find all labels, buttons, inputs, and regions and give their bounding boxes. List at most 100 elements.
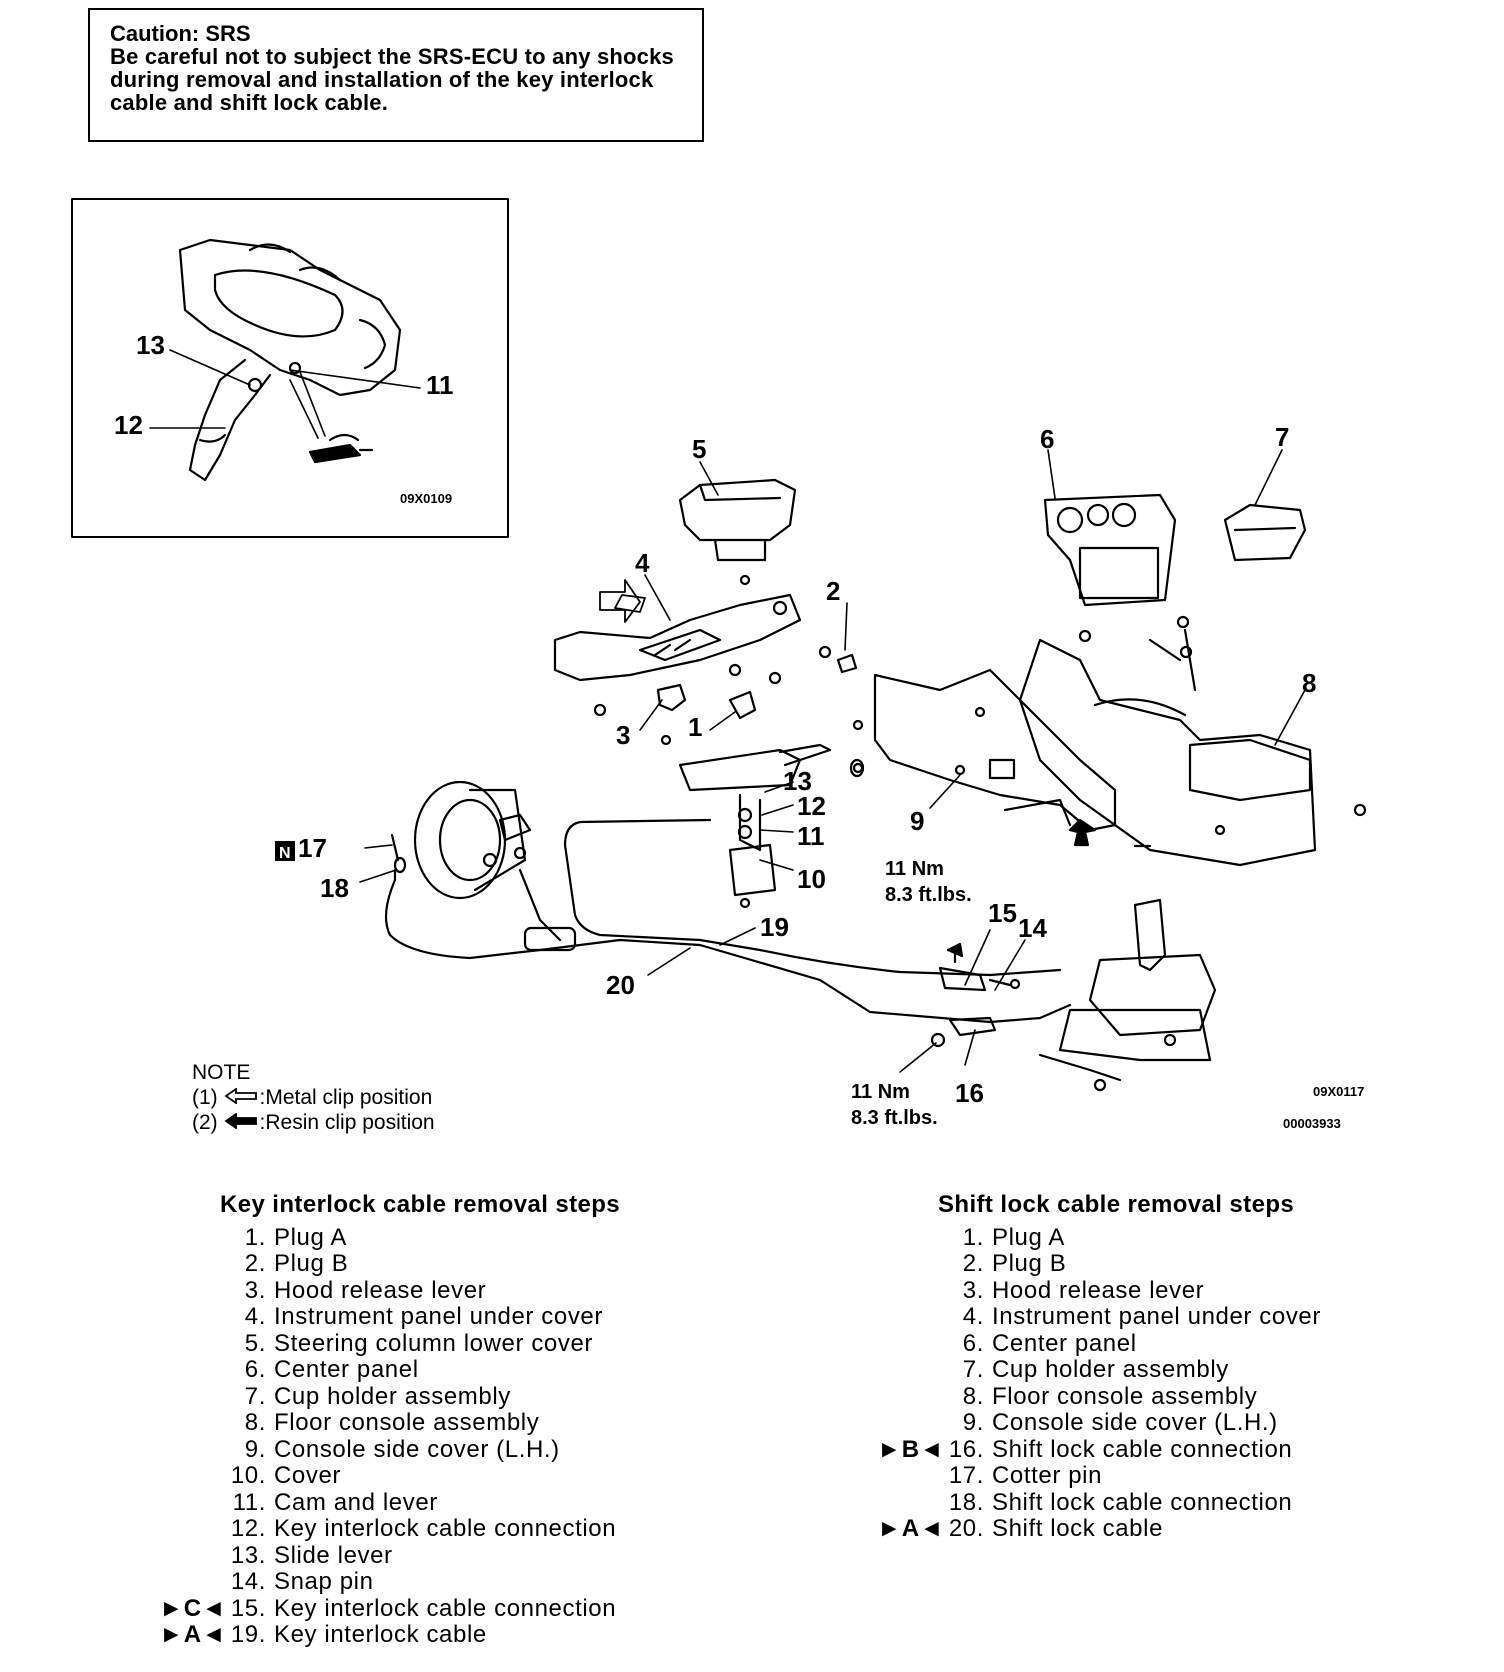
step-item: 9.Console side cover (L.H.) (938, 1409, 1321, 1437)
note-text-resin: :Resin clip position (259, 1111, 435, 1134)
cables (384, 818, 1072, 1024)
caution-body: Be careful not to subject the SRS-ECU to… (110, 44, 674, 115)
part-8-floor-console (1018, 615, 1367, 867)
note-item-resin: (2) :Resin clip position (192, 1110, 435, 1135)
step-number: 8. (962, 1382, 984, 1410)
step-item: 12.Key interlock cable connection (220, 1515, 620, 1543)
step-number: 20. (948, 1515, 984, 1542)
part-label-4: 4 (635, 548, 650, 578)
step-item: 10. Cover (220, 1462, 620, 1490)
step-item: 3. Hood release lever (938, 1276, 1321, 1305)
step-item: 1. Plug A (938, 1223, 1321, 1252)
step-item: 11. Cam and lever (220, 1488, 620, 1517)
step-number: 6. (962, 1329, 984, 1357)
step-text: Floor console assembly (274, 1409, 540, 1436)
metal-clip-arrow (599, 579, 641, 623)
step-text: Console side cover (L.H.) (274, 1435, 560, 1463)
part-label-19: 19 (760, 912, 789, 942)
inset-label-13: 13 (136, 330, 165, 360)
step-text: Center panel (992, 1329, 1137, 1357)
step-number: 16. (948, 1435, 984, 1463)
note-block: NOTE (1) :Metal clip position (2) :Resin… (192, 1060, 435, 1135)
step-text: Slide lever (274, 1541, 393, 1569)
step-item: 7.Cup holder assembly (938, 1356, 1321, 1384)
part-label-2: 2 (826, 576, 840, 606)
step-number: 9. (962, 1409, 984, 1436)
step-number: 5. (244, 1329, 266, 1357)
torque-bottom-nm: 11 Nm (851, 1081, 910, 1103)
step-item: 6. Center panel (938, 1329, 1321, 1358)
step-text: Hood release lever (992, 1276, 1205, 1304)
step-number: 1. (244, 1223, 266, 1251)
step-item: 7. Cup holder assembly (220, 1382, 620, 1411)
step-text: Cup holder assembly (274, 1382, 511, 1410)
inset-label-12: 12 (114, 410, 143, 440)
inset-code: 09X0109 (400, 491, 452, 506)
step-item: 2.Plug B (220, 1250, 620, 1278)
step-text: Shift lock cable connection (992, 1488, 1293, 1516)
note-num-1: (1) (192, 1086, 218, 1109)
part-3-hood-release-lever (656, 683, 687, 712)
part-2-plug-b (836, 653, 858, 674)
leader-lines (359, 449, 1306, 1073)
parts-14-15-16 (930, 942, 1021, 1048)
step-number: 7. (962, 1356, 984, 1383)
step-text: Floor console assembly (992, 1382, 1258, 1410)
n-marker: N (279, 845, 291, 862)
brake-booster (413, 780, 532, 900)
part-label-6: 6 (1040, 424, 1054, 454)
step-number: 18. (948, 1488, 984, 1516)
step-text: Cam and lever (274, 1488, 438, 1516)
part-label-11: 11 (797, 821, 825, 851)
part-1-plug-a (728, 690, 757, 720)
step-number: 4. (962, 1303, 984, 1330)
part-label-15: 15 (988, 898, 1017, 928)
step-item: 17.Cotter pin (938, 1462, 1321, 1490)
part-6-center-panel (1043, 493, 1177, 607)
step-text: Instrument panel under cover (992, 1303, 1321, 1330)
part-label-3: 3 (616, 720, 630, 750)
step-number: 17. (948, 1462, 984, 1489)
step-number: 11. (232, 1488, 266, 1516)
step-text: Plug A (992, 1223, 1065, 1251)
step-text: Snap pin (274, 1568, 374, 1595)
step-number: 1. (962, 1223, 984, 1251)
steering-column (678, 743, 832, 909)
step-number: 7. (244, 1382, 266, 1410)
step-item: ►C◄15.Key interlock cable connection (159, 1594, 620, 1623)
part-label-10: 10 (797, 864, 826, 894)
part-5-column-cover (678, 478, 797, 586)
step-item: 8.Floor console assembly (220, 1409, 620, 1437)
step-number: 3. (962, 1276, 984, 1304)
part-label-16: 16 (955, 1078, 984, 1108)
step-item: 13. Slide lever (220, 1541, 620, 1570)
part-7-cup-holder (1223, 503, 1307, 562)
step-item: 3.Hood release lever (220, 1277, 620, 1305)
inset-label-11: 11 (426, 370, 454, 400)
doc-number: 00003933 (1283, 1116, 1341, 1131)
shift-lever-assembly (1038, 898, 1217, 1092)
step-text: Shift lock cable connection (992, 1435, 1293, 1463)
step-number: 9. (244, 1435, 266, 1463)
step-item: 5.Steering column lower cover (220, 1329, 620, 1358)
step-item: 14. Snap pin (220, 1568, 620, 1596)
resin-clip-arrow (1068, 818, 1097, 847)
step-marker: ►A◄ (159, 1621, 226, 1648)
step-number: 14. (230, 1568, 266, 1595)
note-num-2: (2) (192, 1111, 218, 1134)
step-text: Key interlock cable connection (274, 1594, 617, 1622)
step-item: 8. Floor console assembly (938, 1382, 1321, 1411)
step-item: 4.Instrument panel under cover (220, 1303, 620, 1331)
step-number: 6. (244, 1356, 266, 1383)
step-number: 4. (244, 1303, 266, 1330)
step-text: Cover (274, 1462, 342, 1489)
step-item: 18. Shift lock cable connection (938, 1488, 1321, 1517)
step-number: 19. (230, 1621, 266, 1648)
inset-steering-column (178, 238, 402, 482)
part-label-7: 7 (1275, 422, 1289, 452)
step-number: 10. (230, 1462, 266, 1489)
step-number: 13. (230, 1541, 266, 1569)
parts-17-18 (390, 833, 407, 874)
